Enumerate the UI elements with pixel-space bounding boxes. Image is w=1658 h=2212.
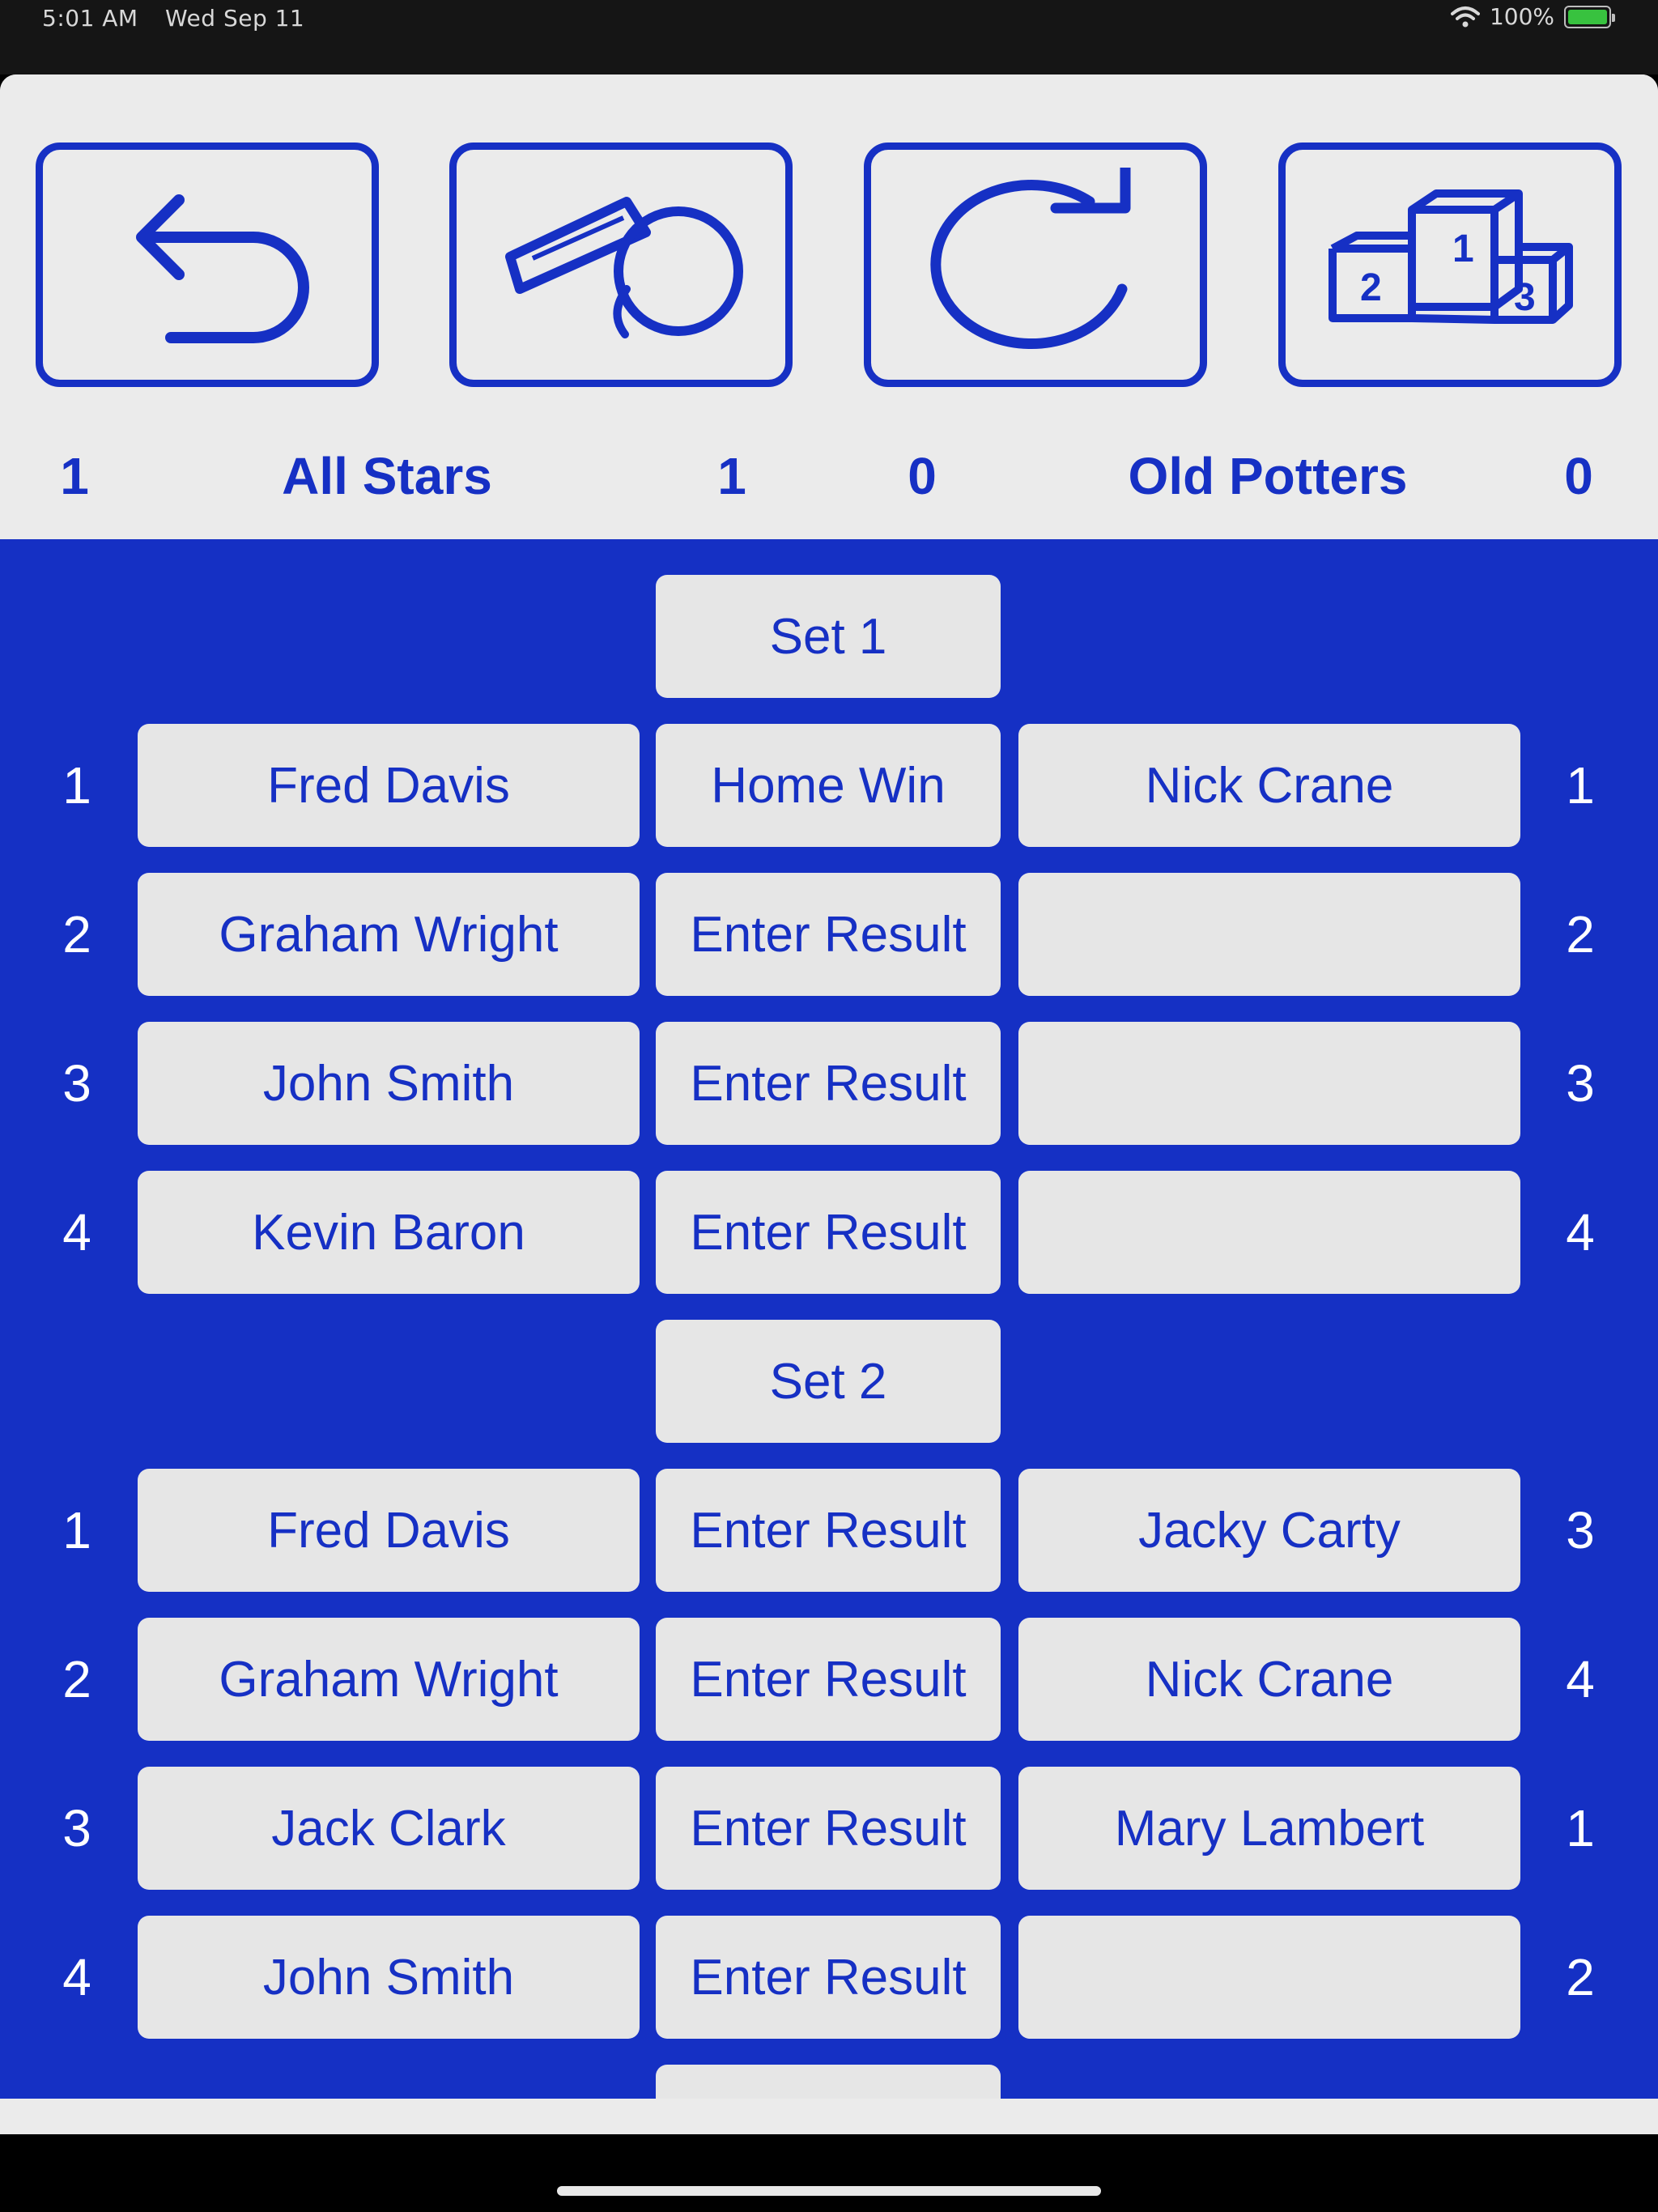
home-team-score: 1	[717, 447, 746, 505]
home-player-position: 2	[62, 1650, 91, 1708]
home-player-button[interactable]: John Smith	[138, 1916, 640, 2039]
away-player-position: 1	[1566, 1799, 1595, 1857]
away-index: 0	[1564, 447, 1593, 505]
home-player-position: 3	[62, 1799, 91, 1857]
away-player-button[interactable]	[1018, 873, 1520, 996]
away-player-position: 2	[1566, 1948, 1595, 2006]
status-indicators: 100%	[1450, 3, 1615, 30]
enter-result-button[interactable]: Enter Result	[656, 1916, 1001, 2039]
home-player-position: 1	[62, 756, 91, 815]
battery-fill	[1568, 9, 1607, 24]
away-player-button[interactable]: Jacky Carty	[1018, 1469, 1520, 1592]
podium-icon: 1 2 3	[1329, 189, 1573, 324]
home-player-position: 3	[62, 1054, 91, 1112]
podium-third-label: 3	[1514, 276, 1536, 319]
enter-result-button[interactable]: Enter Result	[656, 1469, 1001, 1592]
home-player-button[interactable]: Graham Wright	[138, 873, 640, 996]
whistle-button[interactable]	[449, 143, 793, 387]
podium-second-label: 2	[1360, 266, 1382, 309]
battery-percent: 100%	[1489, 3, 1554, 30]
away-player-position: 3	[1566, 1501, 1595, 1559]
away-player-position: 4	[1566, 1650, 1595, 1708]
away-player-button[interactable]	[1018, 1916, 1520, 2039]
toolbar: 1 2 3 1 All Stars 1 0 Old Potters 0	[0, 74, 1658, 539]
home-player-position: 2	[62, 905, 91, 963]
back-button[interactable]	[36, 143, 379, 387]
home-index: 1	[60, 447, 89, 505]
scoreboard: 1 All Stars 1 0 Old Potters 0	[0, 439, 1658, 513]
reset-button[interactable]	[864, 143, 1207, 387]
away-player-position: 2	[1566, 905, 1595, 963]
home-team-name: All Stars	[282, 447, 492, 505]
away-team-score: 0	[908, 447, 937, 505]
away-player-position: 3	[1566, 1054, 1595, 1112]
away-player-button[interactable]: Nick Crane	[1018, 724, 1520, 847]
home-player-button[interactable]: Kevin Baron	[138, 1171, 640, 1294]
away-team-name: Old Potters	[1128, 447, 1408, 505]
enter-result-button[interactable]: Enter Result	[656, 1022, 1001, 1145]
wifi-icon	[1450, 6, 1480, 27]
home-player-position: 1	[62, 1501, 91, 1559]
enter-result-button[interactable]: Enter Result	[656, 1767, 1001, 1890]
app-window: 1 2 3 1 All Stars 1 0 Old Potters 0 Set …	[0, 74, 1658, 2134]
standings-button[interactable]: 1 2 3	[1278, 143, 1622, 387]
whistle-icon	[505, 197, 743, 338]
status-time: 5:01 AM	[42, 5, 138, 32]
home-player-button[interactable]: John Smith	[138, 1022, 640, 1145]
enter-result-button[interactable]: Enter Result	[656, 1171, 1001, 1294]
set-header	[656, 2065, 1001, 2099]
away-player-position: 4	[1566, 1203, 1595, 1261]
podium-first-label: 1	[1452, 228, 1474, 270]
enter-result-button[interactable]: Home Win	[656, 724, 1001, 847]
home-player-position: 4	[62, 1203, 91, 1261]
home-player-button[interactable]: Fred Davis	[138, 1469, 640, 1592]
back-arrow-icon	[136, 194, 309, 343]
home-indicator[interactable]	[557, 2186, 1101, 2196]
home-player-button[interactable]: Jack Clark	[138, 1767, 640, 1890]
status-date: Wed Sep 11	[165, 5, 305, 32]
away-player-button[interactable]: Mary Lambert	[1018, 1767, 1520, 1890]
home-player-button[interactable]: Graham Wright	[138, 1618, 640, 1741]
home-player-position: 4	[62, 1948, 91, 2006]
set-header: Set 2	[656, 1320, 1001, 1443]
status-time-date: 5:01 AM Wed Sep 11	[42, 5, 304, 32]
enter-result-button[interactable]: Enter Result	[656, 873, 1001, 996]
away-player-button[interactable]: Nick Crane	[1018, 1618, 1520, 1741]
home-player-button[interactable]: Fred Davis	[138, 724, 640, 847]
battery-icon	[1564, 5, 1615, 28]
enter-result-button[interactable]: Enter Result	[656, 1618, 1001, 1741]
refresh-icon	[930, 168, 1131, 349]
away-player-position: 1	[1566, 756, 1595, 815]
away-player-button[interactable]	[1018, 1022, 1520, 1145]
away-player-button[interactable]	[1018, 1171, 1520, 1294]
set-header: Set 1	[656, 575, 1001, 698]
status-bar: 5:01 AM Wed Sep 11 100%	[0, 0, 1658, 74]
